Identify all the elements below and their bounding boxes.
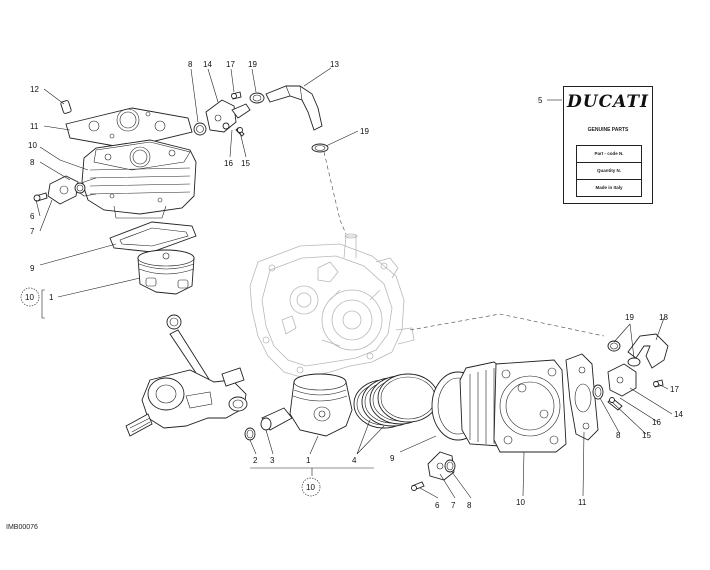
water-union-lower [607,363,637,411]
tag-subtitle: GENUINE PARTS [587,127,629,133]
callout-4: 4 [352,456,357,465]
callout-11: 11 [30,122,39,131]
water-outlet-plate-left [47,175,86,205]
callout-17: 17 [226,60,235,69]
callout-1: 1 [306,456,311,465]
dowel-pin-top [60,100,72,114]
callout-14: 14 [203,60,212,69]
cylinder-head-gasket-mid [193,122,207,136]
tag-row-quantity: Quantity N. [577,163,641,180]
piston-top [137,249,195,295]
callout-11: 11 [578,498,587,507]
reference-badge-bottom: 10 [301,477,321,497]
piston-pin-3 [260,407,293,431]
genuine-parts-tag: DUCATI GENUINE PARTS Part - code N. Quan… [563,86,653,204]
crankshaft [125,367,248,437]
callout-9: 9 [30,264,35,273]
water-union-top [205,99,251,133]
callout-1: 1 [49,293,54,302]
crankcase-ghost [249,233,415,379]
callout-13: 13 [330,60,339,69]
callout-10: 10 [28,141,37,150]
o-ring-lower-right [592,384,604,400]
callout-16: 16 [224,159,233,168]
callout-19: 19 [625,313,634,322]
leader-lines [35,67,673,499]
callout-8: 8 [30,158,35,167]
hose-clamp-top-1 [249,92,265,104]
assembly-dash-lines [323,151,605,337]
reference-badge-left: 10 [20,287,40,307]
callout-7: 7 [451,501,456,510]
image-code: IMB00076 [6,524,38,531]
callout-5: 5 [538,96,543,105]
callout-labels: 12 11 10 8 6 7 9 1 8 14 17 19 13 16 15 1… [28,60,683,510]
callout-8: 8 [188,60,193,69]
callout-2: 2 [253,456,258,465]
water-hose-top [265,85,323,131]
callout-19: 19 [248,60,257,69]
hose-lower-right [607,333,669,388]
head-gasket-lower [565,353,599,441]
screw-lower-6 [411,481,425,491]
callout-18: 18 [659,313,668,322]
callout-14: 14 [674,410,683,419]
callout-17: 17 [670,385,679,394]
cylinder-block-top [75,139,197,219]
water-outlet-plate-lower [427,451,456,481]
circlip-2 [244,427,256,441]
callout-9: 9 [390,454,395,463]
callout-8: 8 [467,501,472,510]
callout-15: 15 [642,431,651,440]
callout-15: 15 [241,159,250,168]
piston-rings [353,373,439,429]
tag-row-part-code: Part - code N. [577,146,641,163]
callout-3: 3 [270,456,275,465]
cylinder-head-gasket-top [65,107,193,149]
tag-row-made-in: Made in Italy [595,185,623,190]
reference-badge-left-label: 10 [25,293,34,302]
base-gasket-top [109,221,197,253]
callout-16: 16 [652,418,661,427]
callout-7: 7 [30,227,35,236]
hose-clamp-top-2 [311,143,329,153]
callout-6: 6 [435,501,440,510]
callout-19: 19 [360,127,369,136]
callout-10: 10 [516,498,525,507]
cylinder-block-lower [459,359,567,453]
callout-12: 12 [30,85,39,94]
callout-6: 6 [30,212,35,221]
screws-top-mid [231,91,245,137]
piston-lower [289,373,353,437]
ducati-logo: DUCATI [567,92,649,112]
reference-badge-bottom-label: 10 [306,483,315,492]
tag-table: Part - code N. Quantity N. Made in Italy [576,145,642,197]
screw-left-6 [33,192,48,202]
callout-8: 8 [616,431,621,440]
